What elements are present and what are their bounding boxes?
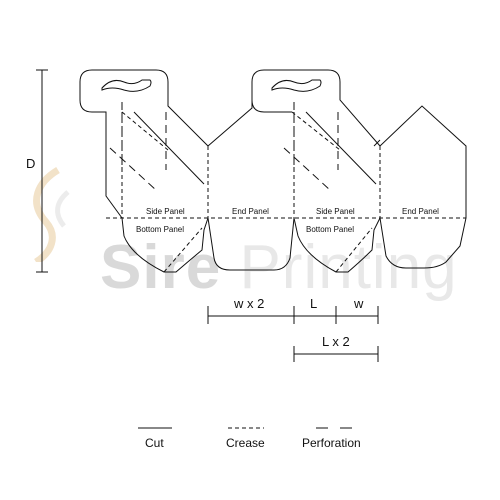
legend-cut-label: Cut [145,436,164,450]
legend-perforation-label: Perforation [302,436,361,450]
side-panel-label-1: Side Panel [146,207,185,216]
depth-dimension [36,69,48,273]
width-label: w [353,296,364,311]
legend-crease-label: Crease [226,436,265,450]
end-panel-label-1: End Panel [232,207,269,216]
width-length-dimension [207,306,379,324]
width-x2-label: w x 2 [233,296,264,311]
cut-outline [79,69,467,273]
watermark: Sire Printing [18,166,498,332]
end-panel-label-2: End Panel [402,207,439,216]
depth-label: D [26,156,35,171]
length-x2-dimension [293,346,379,362]
length-label: L [310,296,317,311]
watermark-logo-icon [33,166,70,262]
inner-cut-lines [133,111,377,185]
watermark-bold: Sire [100,233,222,302]
side-panel-label-2: Side Panel [316,207,355,216]
perforation-lines [109,102,339,191]
bottom-panel-label-2: Bottom Panel [306,225,354,234]
bottom-panel-label-1: Bottom Panel [136,225,184,234]
length-x2-label: L x 2 [322,334,350,349]
watermark-text: Sire Printing [100,232,458,303]
crease-lines [106,111,466,273]
